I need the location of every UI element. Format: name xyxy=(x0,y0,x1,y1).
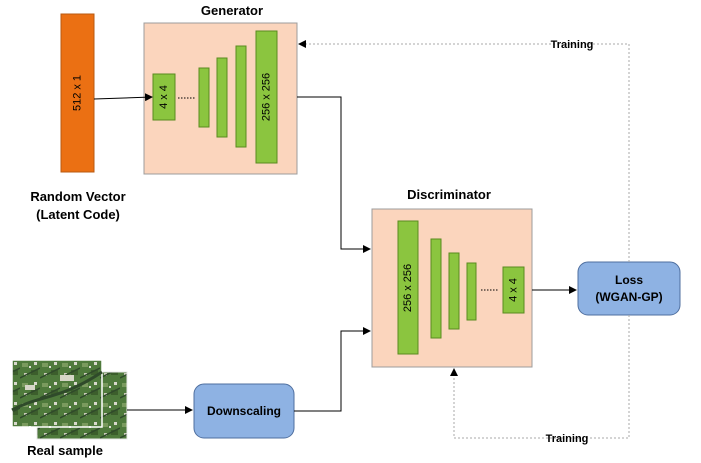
discriminator-layer xyxy=(430,238,442,339)
latent-vector-caption-line2: (Latent Code) xyxy=(36,207,120,222)
latent-vector-size-label: 512 x 1 xyxy=(71,75,83,111)
training-label-top: Training xyxy=(551,39,594,51)
discriminator-title: Discriminator xyxy=(407,187,491,202)
generator-input-layer xyxy=(152,73,176,121)
generator-output-layer xyxy=(255,30,278,164)
generator-layer xyxy=(235,45,247,148)
downscaling-to-discriminator-arrow xyxy=(294,327,371,412)
discriminator-input-layer xyxy=(397,220,419,355)
discriminator-layer xyxy=(466,262,477,321)
discriminator-input-layer-label: 256 x 256 xyxy=(402,264,414,312)
training-feedback-discriminator-arrow xyxy=(450,315,630,439)
latent-vector-caption-line1: Random Vector xyxy=(30,189,125,204)
discriminator-layer xyxy=(448,252,460,330)
discriminator-output-layer-label: 4 x 4 xyxy=(507,278,519,302)
downscaling-label: Downscaling xyxy=(207,404,281,418)
generator-layer xyxy=(216,57,228,138)
generator-output-layer-label: 256 x 256 xyxy=(260,73,272,121)
loss-box xyxy=(577,261,681,316)
discriminator-output-layer xyxy=(502,266,525,314)
generator-layer xyxy=(198,67,210,128)
real-sample-caption: Real sample xyxy=(27,443,103,458)
generator-input-layer-label: 4 x 4 xyxy=(158,85,170,109)
generator-to-discriminator-arrow xyxy=(297,96,371,253)
latent-vector-bar xyxy=(60,13,95,173)
generator-title: Generator xyxy=(201,3,263,18)
training-feedback-generator-arrow xyxy=(298,40,630,262)
loss-label-line2: (WGAN-GP) xyxy=(595,290,662,304)
loss-label-line1: Loss xyxy=(615,273,643,287)
training-label-bottom: Training xyxy=(546,433,589,445)
latent-to-generator-arrow xyxy=(93,93,153,102)
satellite-image-icon xyxy=(11,359,128,440)
